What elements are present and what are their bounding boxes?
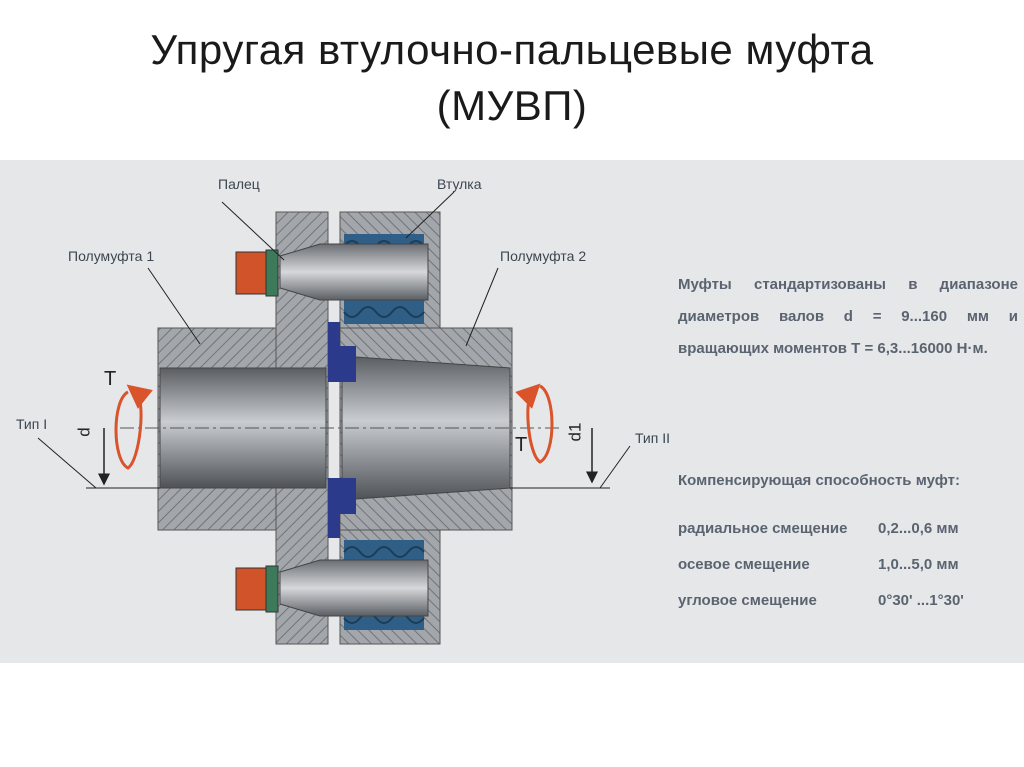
row-radial-name: радиальное смещение [678, 520, 848, 537]
finger-top [235, 243, 429, 301]
compensation-title: Компенсирующая способность муфт: [678, 472, 961, 489]
label-bushing: Втулка [437, 176, 482, 192]
row-axial-value: 1,0...5,0 мм [878, 556, 959, 573]
torque-arrow-left [114, 384, 153, 470]
coupling-drawing [37, 191, 631, 645]
row-radial-value: 0,2...0,6 мм [878, 520, 959, 537]
spec-line-3: вращающих моментов Т = 6,3...16000 Н·м. [678, 340, 988, 357]
label-diameter-left: d [74, 427, 94, 437]
label-diameter-right: d1 [565, 422, 585, 442]
label-torque-left: T [104, 368, 117, 390]
label-half-coupling-2: Полумуфта 2 [500, 248, 587, 264]
title-line-2: (МУВП) [436, 82, 588, 129]
finger-bottom [235, 559, 429, 617]
title-line-1: Упругая втулочно-пальцевые муфта [150, 26, 874, 73]
label-torque-right: T [515, 434, 528, 456]
coupling-figure: Палец Втулка Полумуфта 1 Полумуфта 2 Тип… [0, 160, 1024, 663]
spec-line-1: Муфты стандартизованы в диапазоне [678, 276, 1018, 293]
slide-title: Упругая втулочно-пальцевые муфта (МУВП) [0, 22, 1024, 134]
row-angular-value: 0°30' ...1°30' [878, 592, 964, 609]
spec-line-2: диаметров валов d = 9...160 мм и [678, 308, 1018, 325]
label-type-2: Тип II [635, 430, 671, 446]
torque-arrow-right [515, 383, 554, 464]
spacer-disc [328, 322, 356, 538]
label-half-coupling-1: Полумуфта 1 [68, 248, 155, 264]
label-type-1: Тип I [16, 416, 48, 432]
label-finger: Палец [218, 176, 260, 192]
row-axial-name: осевое смещение [678, 556, 810, 573]
row-angular-name: угловое смещение [678, 592, 817, 609]
